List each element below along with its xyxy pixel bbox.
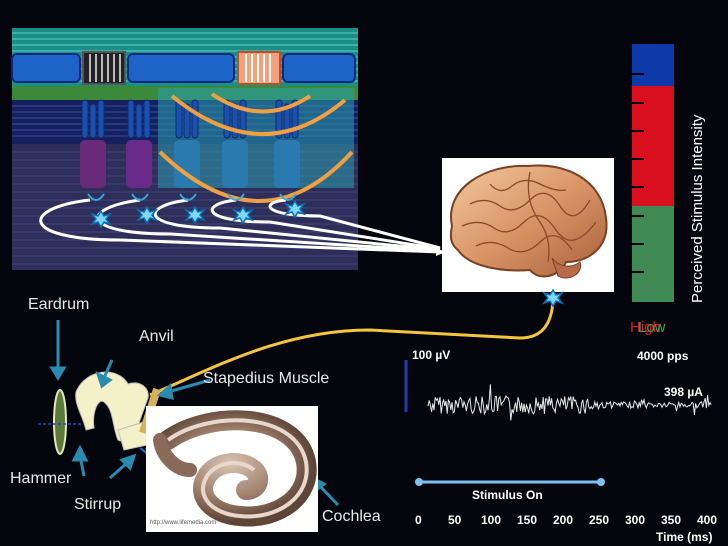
time-tick-label: 150 bbox=[517, 513, 538, 527]
current-level-label: 398 µA bbox=[664, 385, 703, 399]
ossicles-illustration bbox=[53, 371, 161, 455]
amplitude-scale-label: 100 µV bbox=[412, 348, 451, 362]
hammer-label: Hammer bbox=[10, 470, 72, 487]
intensity-band-top bbox=[632, 44, 674, 86]
time-tick-label: 250 bbox=[589, 513, 610, 527]
anvil-label: Anvil bbox=[139, 328, 174, 345]
stapedius-muscle-label: Stapedius Muscle bbox=[203, 370, 330, 387]
stimulus-end-marker bbox=[597, 478, 605, 486]
recording-trace bbox=[427, 384, 712, 421]
time-tick-label: 300 bbox=[625, 513, 646, 527]
intensity-axis-label: Perceived Stimulus Intensity bbox=[689, 114, 706, 303]
intensity-band-bottom bbox=[632, 206, 674, 302]
time-axis-label: Time (ms) bbox=[656, 530, 713, 544]
time-tick-label: 0 bbox=[415, 513, 422, 527]
neural-recording bbox=[404, 360, 712, 486]
brain-illustration bbox=[442, 158, 614, 292]
auditory-nerve-path bbox=[149, 299, 555, 397]
stimulus-start-marker bbox=[415, 478, 423, 486]
cochlea-label: Cochlea bbox=[322, 508, 381, 525]
time-tick-label: 100 bbox=[481, 513, 502, 527]
time-tick-label: 200 bbox=[553, 513, 574, 527]
intensity-high-label: High bbox=[630, 319, 661, 336]
cochlea-cross-section bbox=[11, 28, 441, 270]
time-tick-label: 400 bbox=[697, 513, 718, 527]
eardrum-label: Eardrum bbox=[28, 296, 90, 313]
intensity-low-label: Low bbox=[638, 319, 666, 336]
time-tick-label: 50 bbox=[448, 513, 462, 527]
image-credit: http://www.lifemedia.com bbox=[150, 520, 217, 526]
stirrup-label: Stirrup bbox=[74, 496, 122, 513]
stimulus-on-label: Stimulus On bbox=[472, 488, 543, 502]
intensity-scale bbox=[632, 44, 674, 302]
pulse-rate-label: 4000 pps bbox=[637, 349, 689, 363]
brain-spike-icon bbox=[541, 288, 565, 308]
cochlea-spiral-illustration bbox=[146, 406, 318, 532]
time-tick-label: 350 bbox=[661, 513, 682, 527]
